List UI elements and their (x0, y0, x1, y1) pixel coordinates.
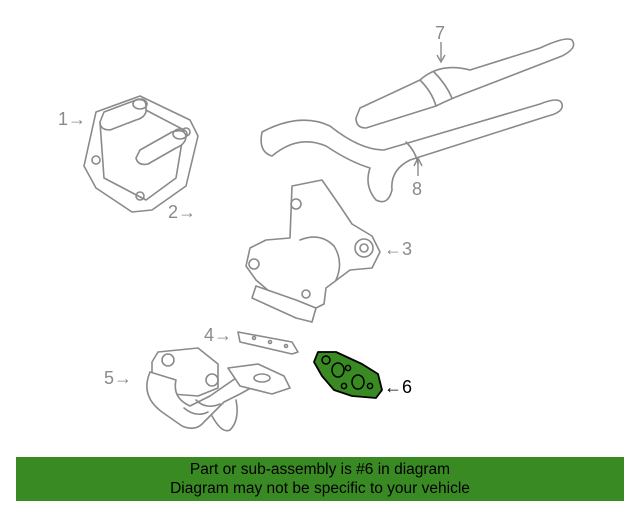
highlighted-gasket-6 (313, 351, 383, 399)
banner-line-part: Part or sub-assembly is #6 in diagram (189, 461, 451, 478)
parts-diagram (83, 38, 575, 432)
cooler-housing (245, 179, 381, 323)
callout-1: 1→ (58, 109, 87, 129)
banner-line-disclaimer: Diagram may not be specific to your vehi… (170, 480, 470, 497)
callout-3: ←3 (384, 239, 413, 259)
disclaimer-banner: Part or sub-assembly is #6 in diagram Di… (16, 457, 624, 501)
oil-cooler (83, 95, 199, 213)
callout-7: 7 (435, 23, 446, 43)
callout-8: 8 (412, 179, 423, 199)
callout-5: 5→ (104, 368, 133, 388)
gasket-4 (237, 331, 299, 355)
oil-pipe-assembly (146, 347, 291, 432)
callout-6: ←6 (384, 377, 413, 397)
callout-4: 4→ (204, 325, 233, 345)
callout-2: 2→ (168, 202, 197, 222)
hose-upper (355, 38, 575, 129)
